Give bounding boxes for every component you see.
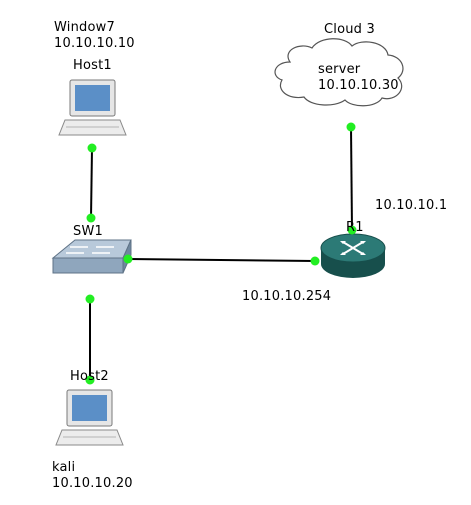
host1-computer-icon[interactable] bbox=[58, 79, 127, 136]
cloud-name-label: Cloud 3 bbox=[324, 22, 375, 37]
link-sw1-r1[interactable] bbox=[127, 258, 316, 262]
port-r1-left[interactable] bbox=[310, 256, 320, 266]
r1-router-icon[interactable] bbox=[320, 233, 386, 278]
port-sw1-bottom[interactable] bbox=[85, 294, 95, 304]
r1-ip-upper-label: 10.10.10.1 bbox=[375, 198, 448, 213]
host1-desc-label: Window7 bbox=[54, 20, 115, 35]
port-sw1-right[interactable] bbox=[123, 254, 133, 264]
cloud-server-label: server bbox=[318, 62, 361, 77]
host1-name-label: Host1 bbox=[73, 58, 112, 73]
port-sw1-top[interactable] bbox=[86, 213, 96, 223]
r1-ip-lower-label: 10.10.10.254 bbox=[242, 289, 332, 304]
host2-ip-label: 10.10.10.20 bbox=[52, 476, 133, 491]
r1-name-label: R1 bbox=[346, 220, 364, 235]
cloud-3-icon[interactable] bbox=[274, 38, 404, 107]
link-r1-cloud[interactable] bbox=[350, 126, 353, 231]
host2-desc-label: kali bbox=[52, 460, 76, 475]
cloud-ip-label: 10.10.10.30 bbox=[318, 78, 399, 93]
sw1-switch-icon[interactable] bbox=[51, 239, 132, 274]
host2-name-label: Host2 bbox=[70, 369, 109, 384]
host2-computer-icon[interactable] bbox=[55, 389, 124, 446]
port-cloud[interactable] bbox=[346, 122, 356, 132]
port-host2[interactable] bbox=[85, 375, 95, 385]
port-r1-top[interactable] bbox=[347, 225, 357, 235]
host1-ip-label: 10.10.10.10 bbox=[54, 36, 135, 51]
sw1-name-label: SW1 bbox=[73, 224, 103, 239]
link-host1-sw1[interactable] bbox=[90, 147, 93, 219]
port-host1[interactable] bbox=[87, 143, 97, 153]
